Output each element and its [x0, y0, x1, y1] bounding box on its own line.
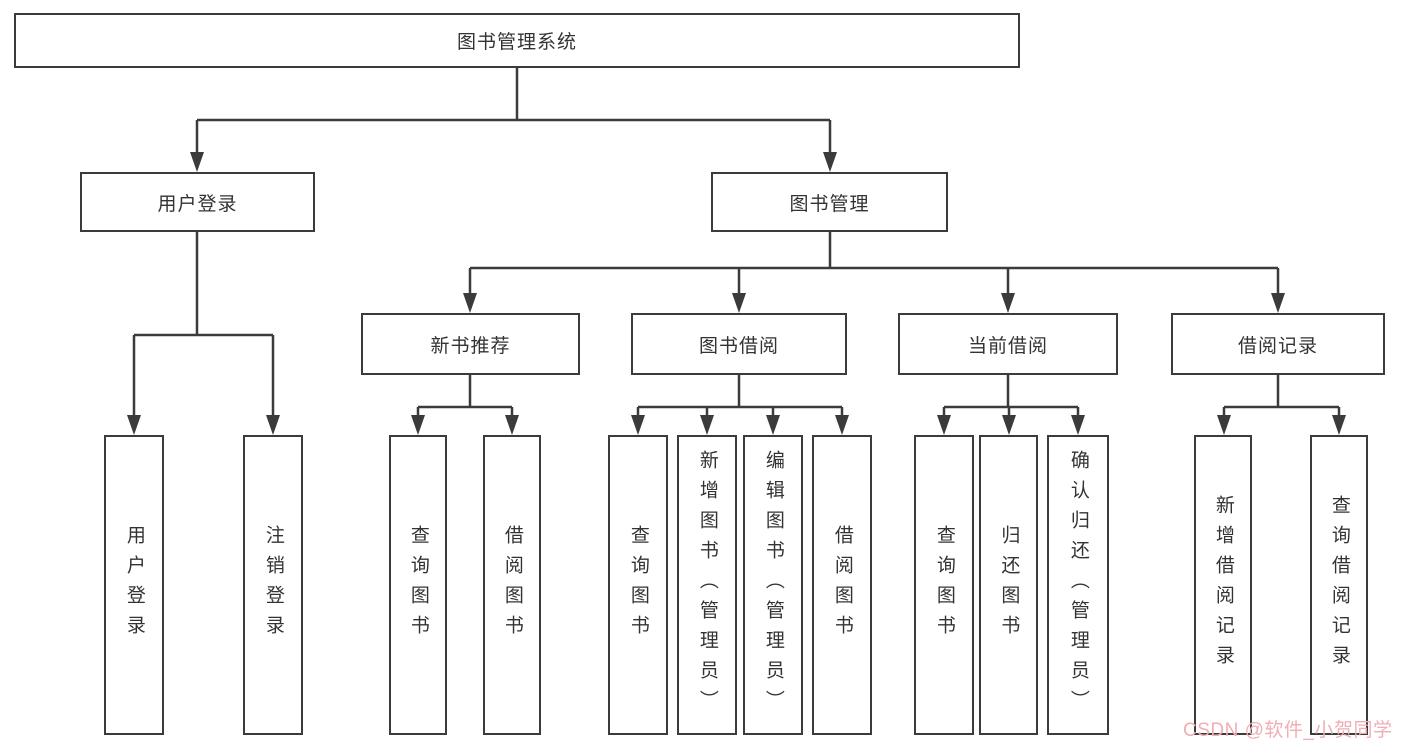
- node-book-management: 图书管理: [711, 172, 948, 232]
- node-book-borrow-label: 图书借阅: [698, 335, 779, 357]
- leaf-edit-books-admin: 编辑图书（管理员）: [743, 435, 803, 735]
- node-current-borrow: 当前借阅: [898, 313, 1118, 375]
- leaf-borrow-books-recommend-label: 借阅图书: [501, 525, 523, 645]
- leaf-user-login: 用户登录: [104, 435, 164, 735]
- leaf-query-books-current-label: 查询图书: [933, 525, 955, 645]
- leaf-logout: 注销登录: [243, 435, 303, 735]
- leaf-add-borrow-record: 新增借阅记录: [1194, 435, 1252, 735]
- node-book-management-label: 图书管理: [789, 193, 870, 215]
- leaf-query-books-recommend-label: 查询图书: [407, 525, 429, 645]
- node-root: 图书管理系统: [14, 13, 1020, 68]
- leaf-borrow-books: 借阅图书: [812, 435, 872, 735]
- leaf-query-books-borrow: 查询图书: [608, 435, 668, 735]
- node-user-login-label: 用户登录: [157, 193, 238, 215]
- leaf-add-borrow-record-label: 新增借阅记录: [1212, 495, 1234, 675]
- node-root-label: 图书管理系统: [456, 32, 577, 53]
- node-borrow-records-label: 借阅记录: [1237, 335, 1318, 357]
- leaf-add-books-admin: 新增图书（管理员）: [677, 435, 737, 735]
- leaf-borrow-books-label: 借阅图书: [831, 525, 853, 645]
- leaf-return-books: 归还图书: [979, 435, 1038, 735]
- node-current-borrow-label: 当前借阅: [967, 335, 1048, 357]
- leaf-confirm-return-admin: 确认归还（管理员）: [1047, 435, 1109, 735]
- leaf-query-borrow-record: 查询借阅记录: [1310, 435, 1368, 735]
- node-new-book-recommend: 新书推荐: [361, 313, 580, 375]
- leaf-logout-label: 注销登录: [262, 525, 284, 645]
- leaf-user-login-label: 用户登录: [123, 525, 145, 645]
- node-new-book-recommend-label: 新书推荐: [430, 335, 511, 357]
- node-user-login: 用户登录: [80, 172, 315, 232]
- watermark: CSDN @软件_小贺同学: [1183, 720, 1393, 741]
- leaf-borrow-books-recommend: 借阅图书: [483, 435, 541, 735]
- leaf-edit-books-admin-label: 编辑图书（管理员）: [762, 450, 784, 720]
- leaf-query-borrow-record-label: 查询借阅记录: [1328, 495, 1350, 675]
- leaf-query-books-recommend: 查询图书: [389, 435, 447, 735]
- leaf-query-books-borrow-label: 查询图书: [627, 525, 649, 645]
- leaf-add-books-admin-label: 新增图书（管理员）: [696, 450, 718, 720]
- leaf-confirm-return-admin-label: 确认归还（管理员）: [1067, 450, 1089, 720]
- leaf-query-books-current: 查询图书: [914, 435, 974, 735]
- node-borrow-records: 借阅记录: [1171, 313, 1385, 375]
- node-book-borrow: 图书借阅: [631, 313, 847, 375]
- leaf-return-books-label: 归还图书: [998, 525, 1020, 645]
